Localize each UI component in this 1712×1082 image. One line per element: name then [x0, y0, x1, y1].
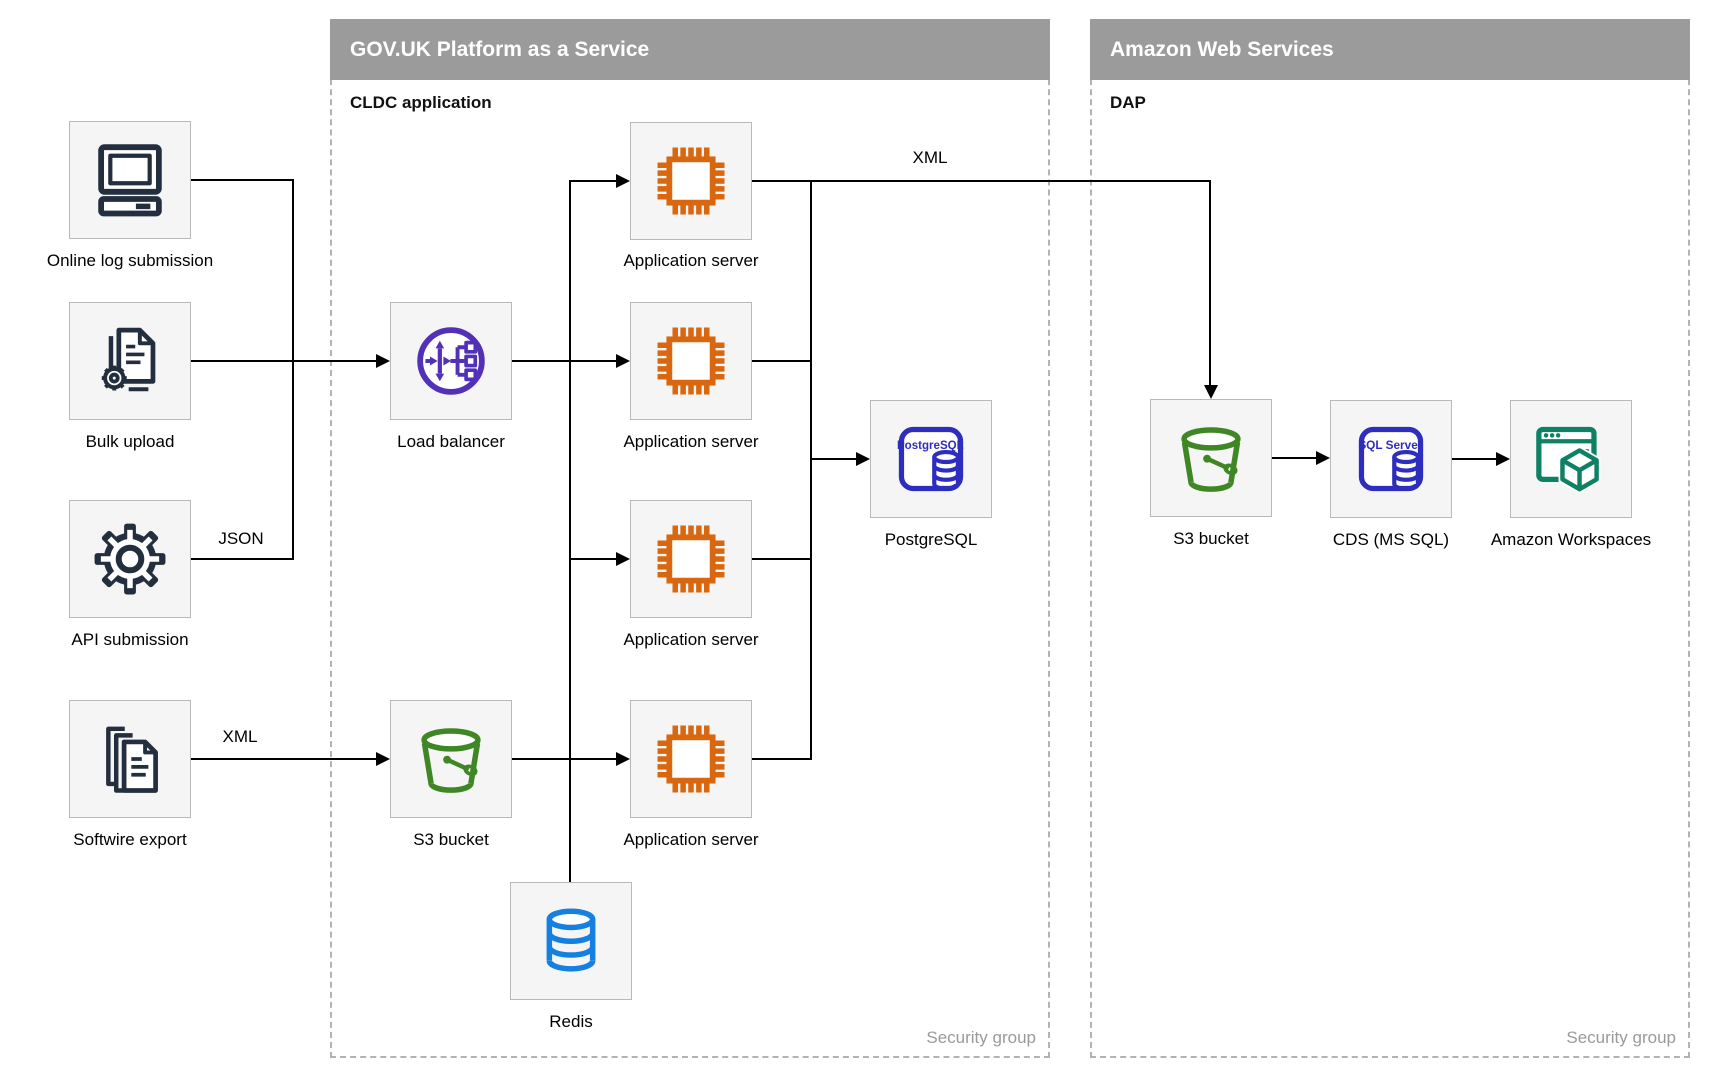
s3-bucket-icon	[1181, 427, 1241, 492]
edge-cds-to-workspaces	[1452, 458, 1496, 460]
edge-collector-to-postgresql	[812, 458, 858, 460]
arrowhead-into-app2	[616, 354, 630, 368]
edge-xml-down-to-aws-s3	[1209, 180, 1211, 387]
arrowhead-into-load-balancer	[376, 354, 390, 368]
region-govuk-paas: GOV.UK Platform as a Service CLDC applic…	[330, 19, 1050, 1058]
node-s3-bucket-aws	[1150, 399, 1272, 517]
postgresql-database-icon: PostgreSQL	[897, 426, 964, 492]
node-softwire-export-label: Softwire export	[73, 830, 187, 849]
edge-s3aws-to-cds	[1272, 457, 1316, 459]
region-aws: Amazon Web Services DAP Security group	[1090, 19, 1690, 1058]
node-softwire-export	[69, 700, 191, 818]
node-s3-bucket-paas	[390, 700, 512, 818]
arrowhead-into-app1	[616, 174, 630, 188]
node-api-submission	[69, 500, 191, 618]
region-aws-security-label: Security group	[1566, 1028, 1676, 1047]
region-aws-header: Amazon Web Services	[1090, 19, 1690, 80]
node-app-server-1	[630, 122, 752, 240]
cpu-chip-icon	[657, 327, 725, 395]
edge-left-junction-vertical	[292, 179, 294, 560]
edge-app1-xml-horizontal	[752, 180, 1211, 182]
node-load-balancer-label: Load balancer	[397, 432, 505, 451]
node-amazon-workspaces	[1510, 400, 1632, 518]
node-api-submission-label: API submission	[71, 630, 189, 649]
node-postgresql-label: PostgreSQL	[884, 530, 978, 549]
arrowhead-into-app4	[616, 752, 630, 766]
s3-bucket-icon	[421, 728, 481, 793]
node-app-server-1-label: Application server	[623, 251, 759, 270]
node-app-server-2	[630, 302, 752, 420]
region-govuk-paas-subtitle: CLDC application	[350, 93, 492, 112]
edge-online-log-to-junction	[191, 179, 294, 181]
document-gear-icon	[101, 327, 156, 392]
desktop-computer-icon	[98, 144, 162, 217]
region-govuk-paas-security-label: Security group	[926, 1028, 1036, 1047]
edge-app4-to-right-collector	[752, 758, 812, 760]
node-bulk-upload-label: Bulk upload	[85, 432, 175, 451]
node-app-server-3-label: Application server	[623, 630, 759, 649]
edge-bulk-upload-to-load-balancer	[191, 360, 377, 362]
cpu-chip-icon	[657, 525, 725, 593]
edge-collector-to-app3	[570, 558, 617, 560]
sql-server-badge-text: SQL Server	[1358, 438, 1422, 452]
edge-label-xml-softwire: XML	[218, 727, 262, 747]
edge-app2-to-right-collector	[752, 360, 812, 362]
node-postgresql: PostgreSQL	[870, 400, 992, 518]
sql-server-database-icon: SQL Server	[1358, 426, 1424, 492]
edge-s3-to-app4	[512, 758, 617, 760]
edge-label-json: JSON	[214, 529, 268, 549]
node-cds-ms-sql: SQL Server	[1330, 400, 1452, 518]
edge-api-to-junction	[191, 558, 294, 560]
node-bulk-upload	[69, 302, 191, 420]
region-aws-title: Amazon Web Services	[1110, 37, 1334, 61]
node-app-server-4	[630, 700, 752, 818]
arrowhead-into-s3-paas	[376, 752, 390, 766]
arrowhead-into-workspaces	[1496, 452, 1510, 466]
edge-app3-to-right-collector	[752, 558, 812, 560]
node-online-log-submission-label: Online log submission	[46, 251, 214, 270]
edge-left-collector-vertical	[569, 180, 571, 882]
gear-icon	[94, 523, 166, 595]
arrowhead-into-app3	[616, 552, 630, 566]
node-online-log-submission	[69, 121, 191, 239]
workspaces-browser-cube-icon	[1536, 426, 1601, 494]
node-app-server-4-label: Application server	[623, 830, 759, 849]
load-balancer-icon	[417, 327, 485, 395]
node-amazon-workspaces-label: Amazon Workspaces	[1490, 530, 1652, 549]
cpu-chip-icon	[657, 725, 725, 793]
node-app-server-2-label: Application server	[623, 432, 759, 451]
node-app-server-3	[630, 500, 752, 618]
document-stack-icon	[106, 726, 158, 793]
node-redis	[510, 882, 632, 1000]
edge-right-collector-vertical	[810, 180, 812, 760]
region-govuk-paas-title: GOV.UK Platform as a Service	[350, 37, 650, 61]
database-cylinder-icon	[546, 908, 596, 972]
edge-softwire-to-s3	[191, 758, 377, 760]
edge-collector-to-app1	[570, 180, 617, 182]
node-redis-label: Redis	[549, 1012, 593, 1031]
arrowhead-into-cds	[1316, 451, 1330, 465]
arrowhead-into-postgresql	[856, 452, 870, 466]
arrowhead-into-s3-aws	[1204, 385, 1218, 399]
region-aws-subtitle: DAP	[1110, 93, 1146, 112]
node-cds-ms-sql-label: CDS (MS SQL)	[1332, 530, 1450, 549]
node-s3-bucket-aws-label: S3 bucket	[1173, 529, 1249, 548]
edge-label-xml-appserver: XML	[908, 148, 952, 168]
edge-load-balancer-to-app2	[512, 360, 617, 362]
node-load-balancer	[390, 302, 512, 420]
node-s3-bucket-paas-label: S3 bucket	[413, 830, 489, 849]
region-govuk-paas-header: GOV.UK Platform as a Service	[330, 19, 1050, 80]
cpu-chip-icon	[657, 147, 725, 215]
postgresql-badge-text: PostgreSQL	[897, 440, 964, 452]
